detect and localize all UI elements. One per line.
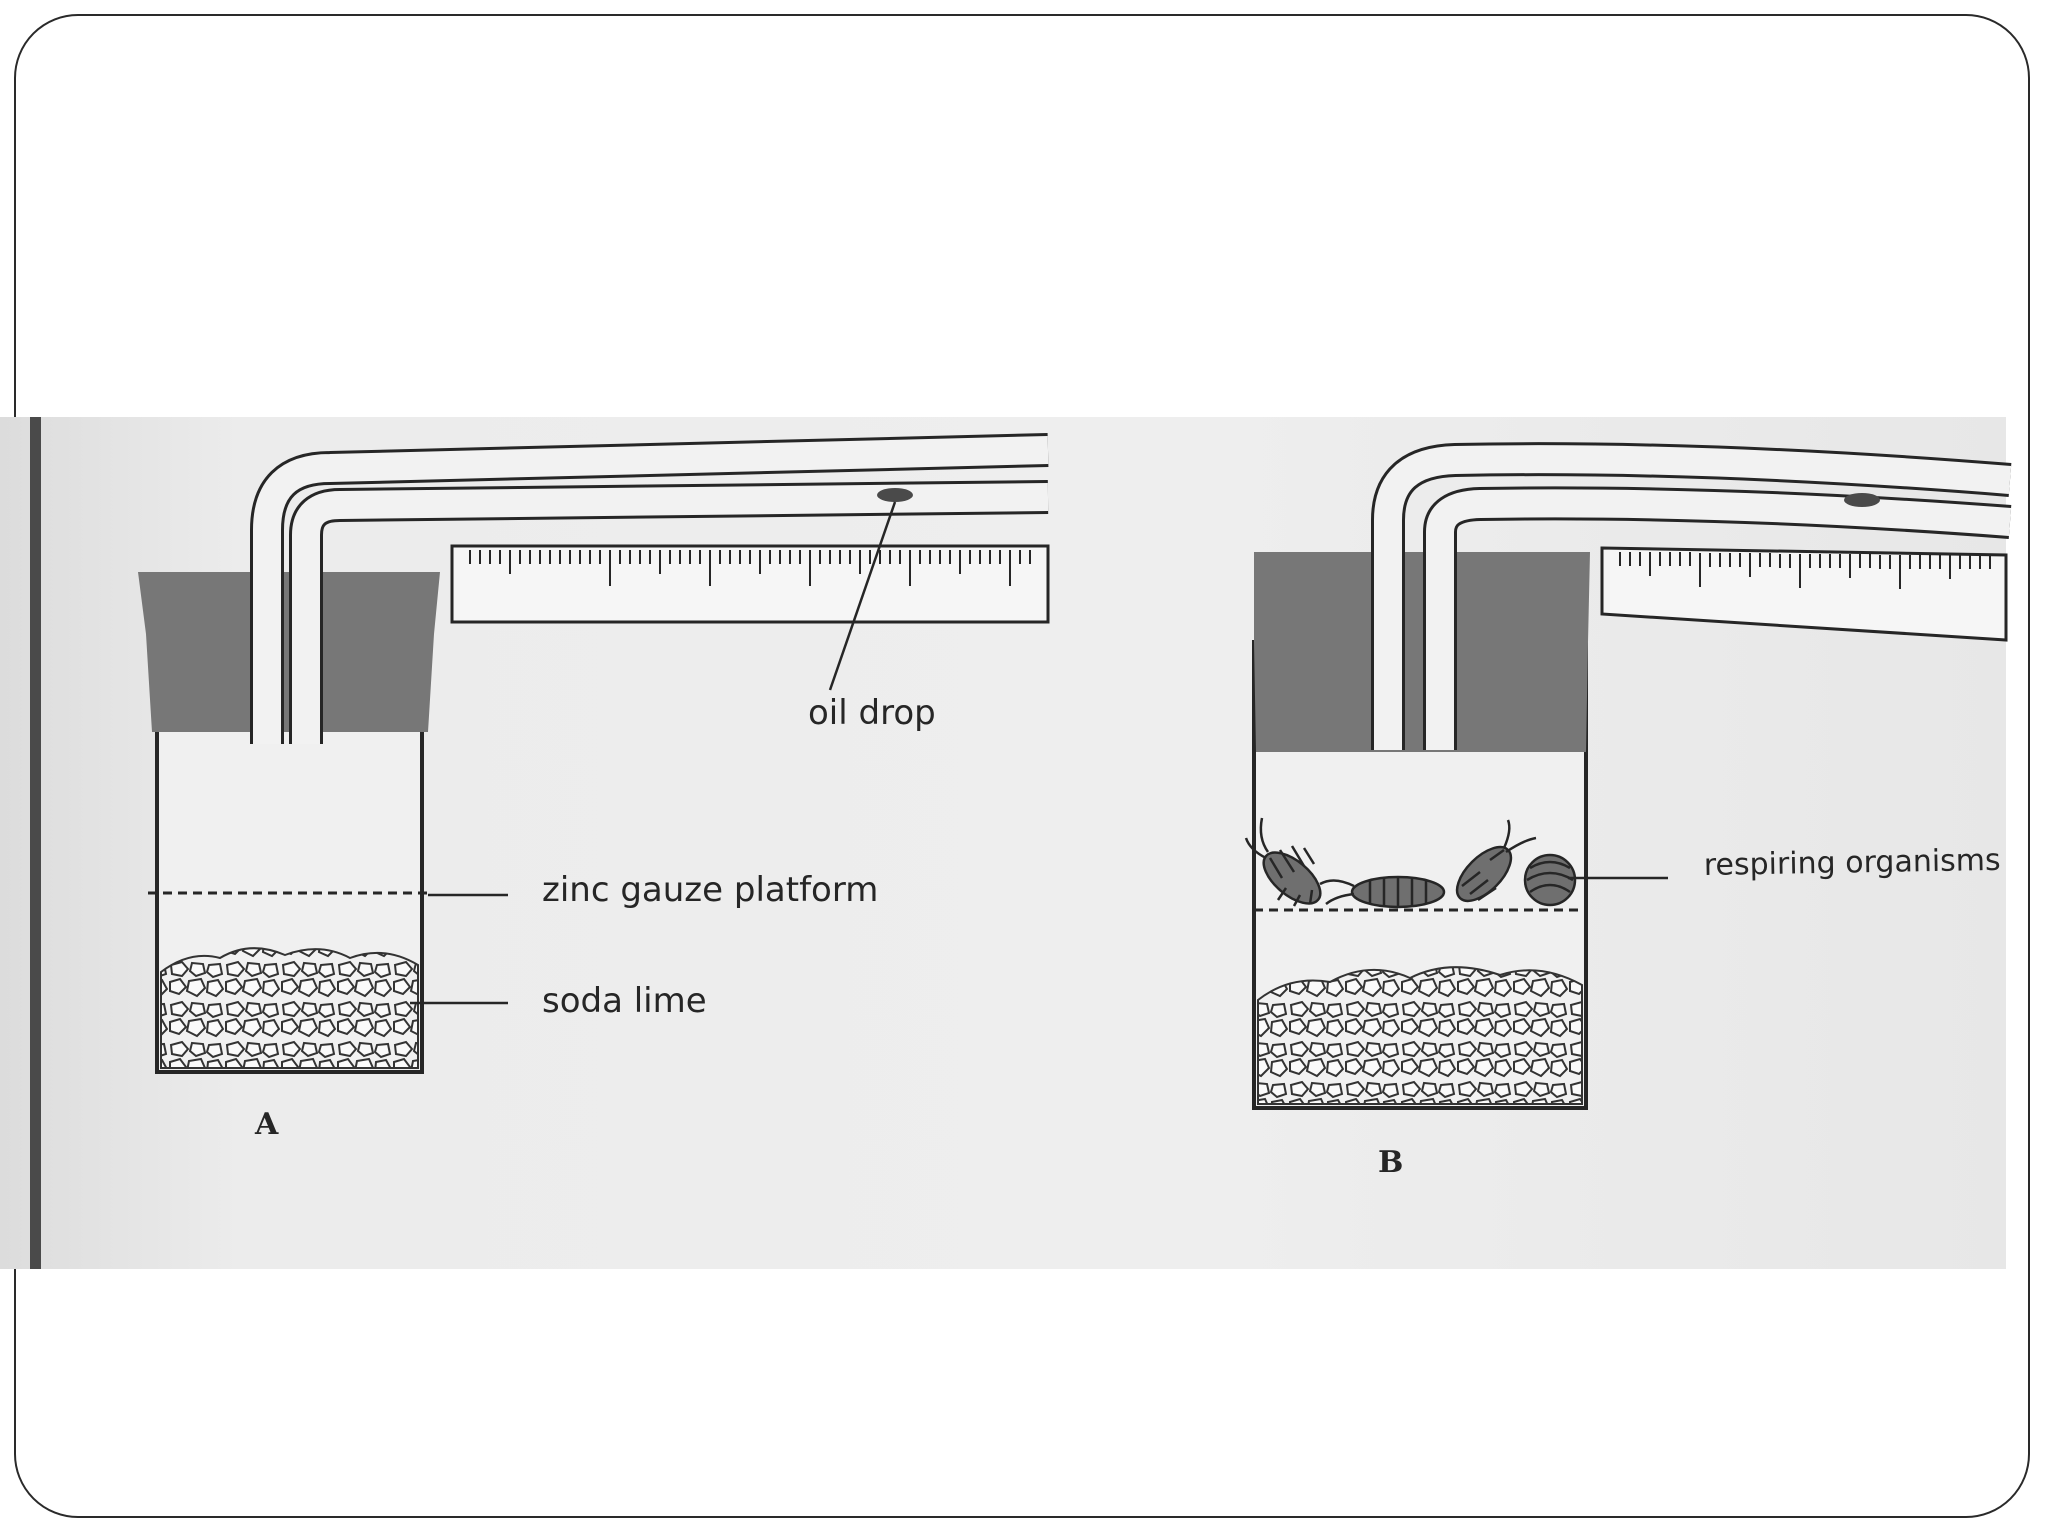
- capillary-tube-inner-a-fill: [292, 483, 1049, 744]
- soda-lime-a: [160, 947, 419, 1069]
- stopper-b: [1254, 552, 1590, 752]
- ruler-b: [1600, 546, 2008, 642]
- apparatus-a: [138, 433, 1050, 1074]
- oil-drop-b: [1844, 493, 1880, 507]
- oil-drop-leader-line: [828, 501, 897, 691]
- page-binding-line: [30, 417, 41, 1269]
- soda-lime-b: [1257, 966, 1583, 1105]
- woodlouse-3: [1455, 819, 1537, 903]
- ruler-a-ticks: [469, 550, 1031, 586]
- oil-drop-label: oil drop: [808, 693, 936, 733]
- apparatus-a-label: A: [254, 1107, 279, 1142]
- soda-lime-label: soda lime: [542, 981, 707, 1021]
- respiring-organisms: [1244, 817, 1577, 909]
- capillary-tube-inner-b-fill: [1426, 489, 2012, 750]
- woodlouse-2: [1319, 875, 1446, 909]
- ruler-a: [450, 544, 1050, 624]
- capillary-tube-outer-a-fill: [253, 436, 1049, 744]
- pill-bug: [1523, 853, 1577, 907]
- woodlouse-1: [1244, 817, 1322, 907]
- apparatus-b-label: B: [1378, 1145, 1403, 1180]
- apparatus-b: [1244, 442, 2012, 1110]
- capillary-tube-outer-b-fill: [1374, 445, 2012, 750]
- oil-drop-a: [877, 488, 913, 502]
- respiring-organisms-label: respiring organisms: [1704, 843, 2001, 883]
- zinc-gauze-platform-label: zinc gauze platform: [542, 870, 878, 910]
- ruler-b-ticks: [1619, 552, 1991, 589]
